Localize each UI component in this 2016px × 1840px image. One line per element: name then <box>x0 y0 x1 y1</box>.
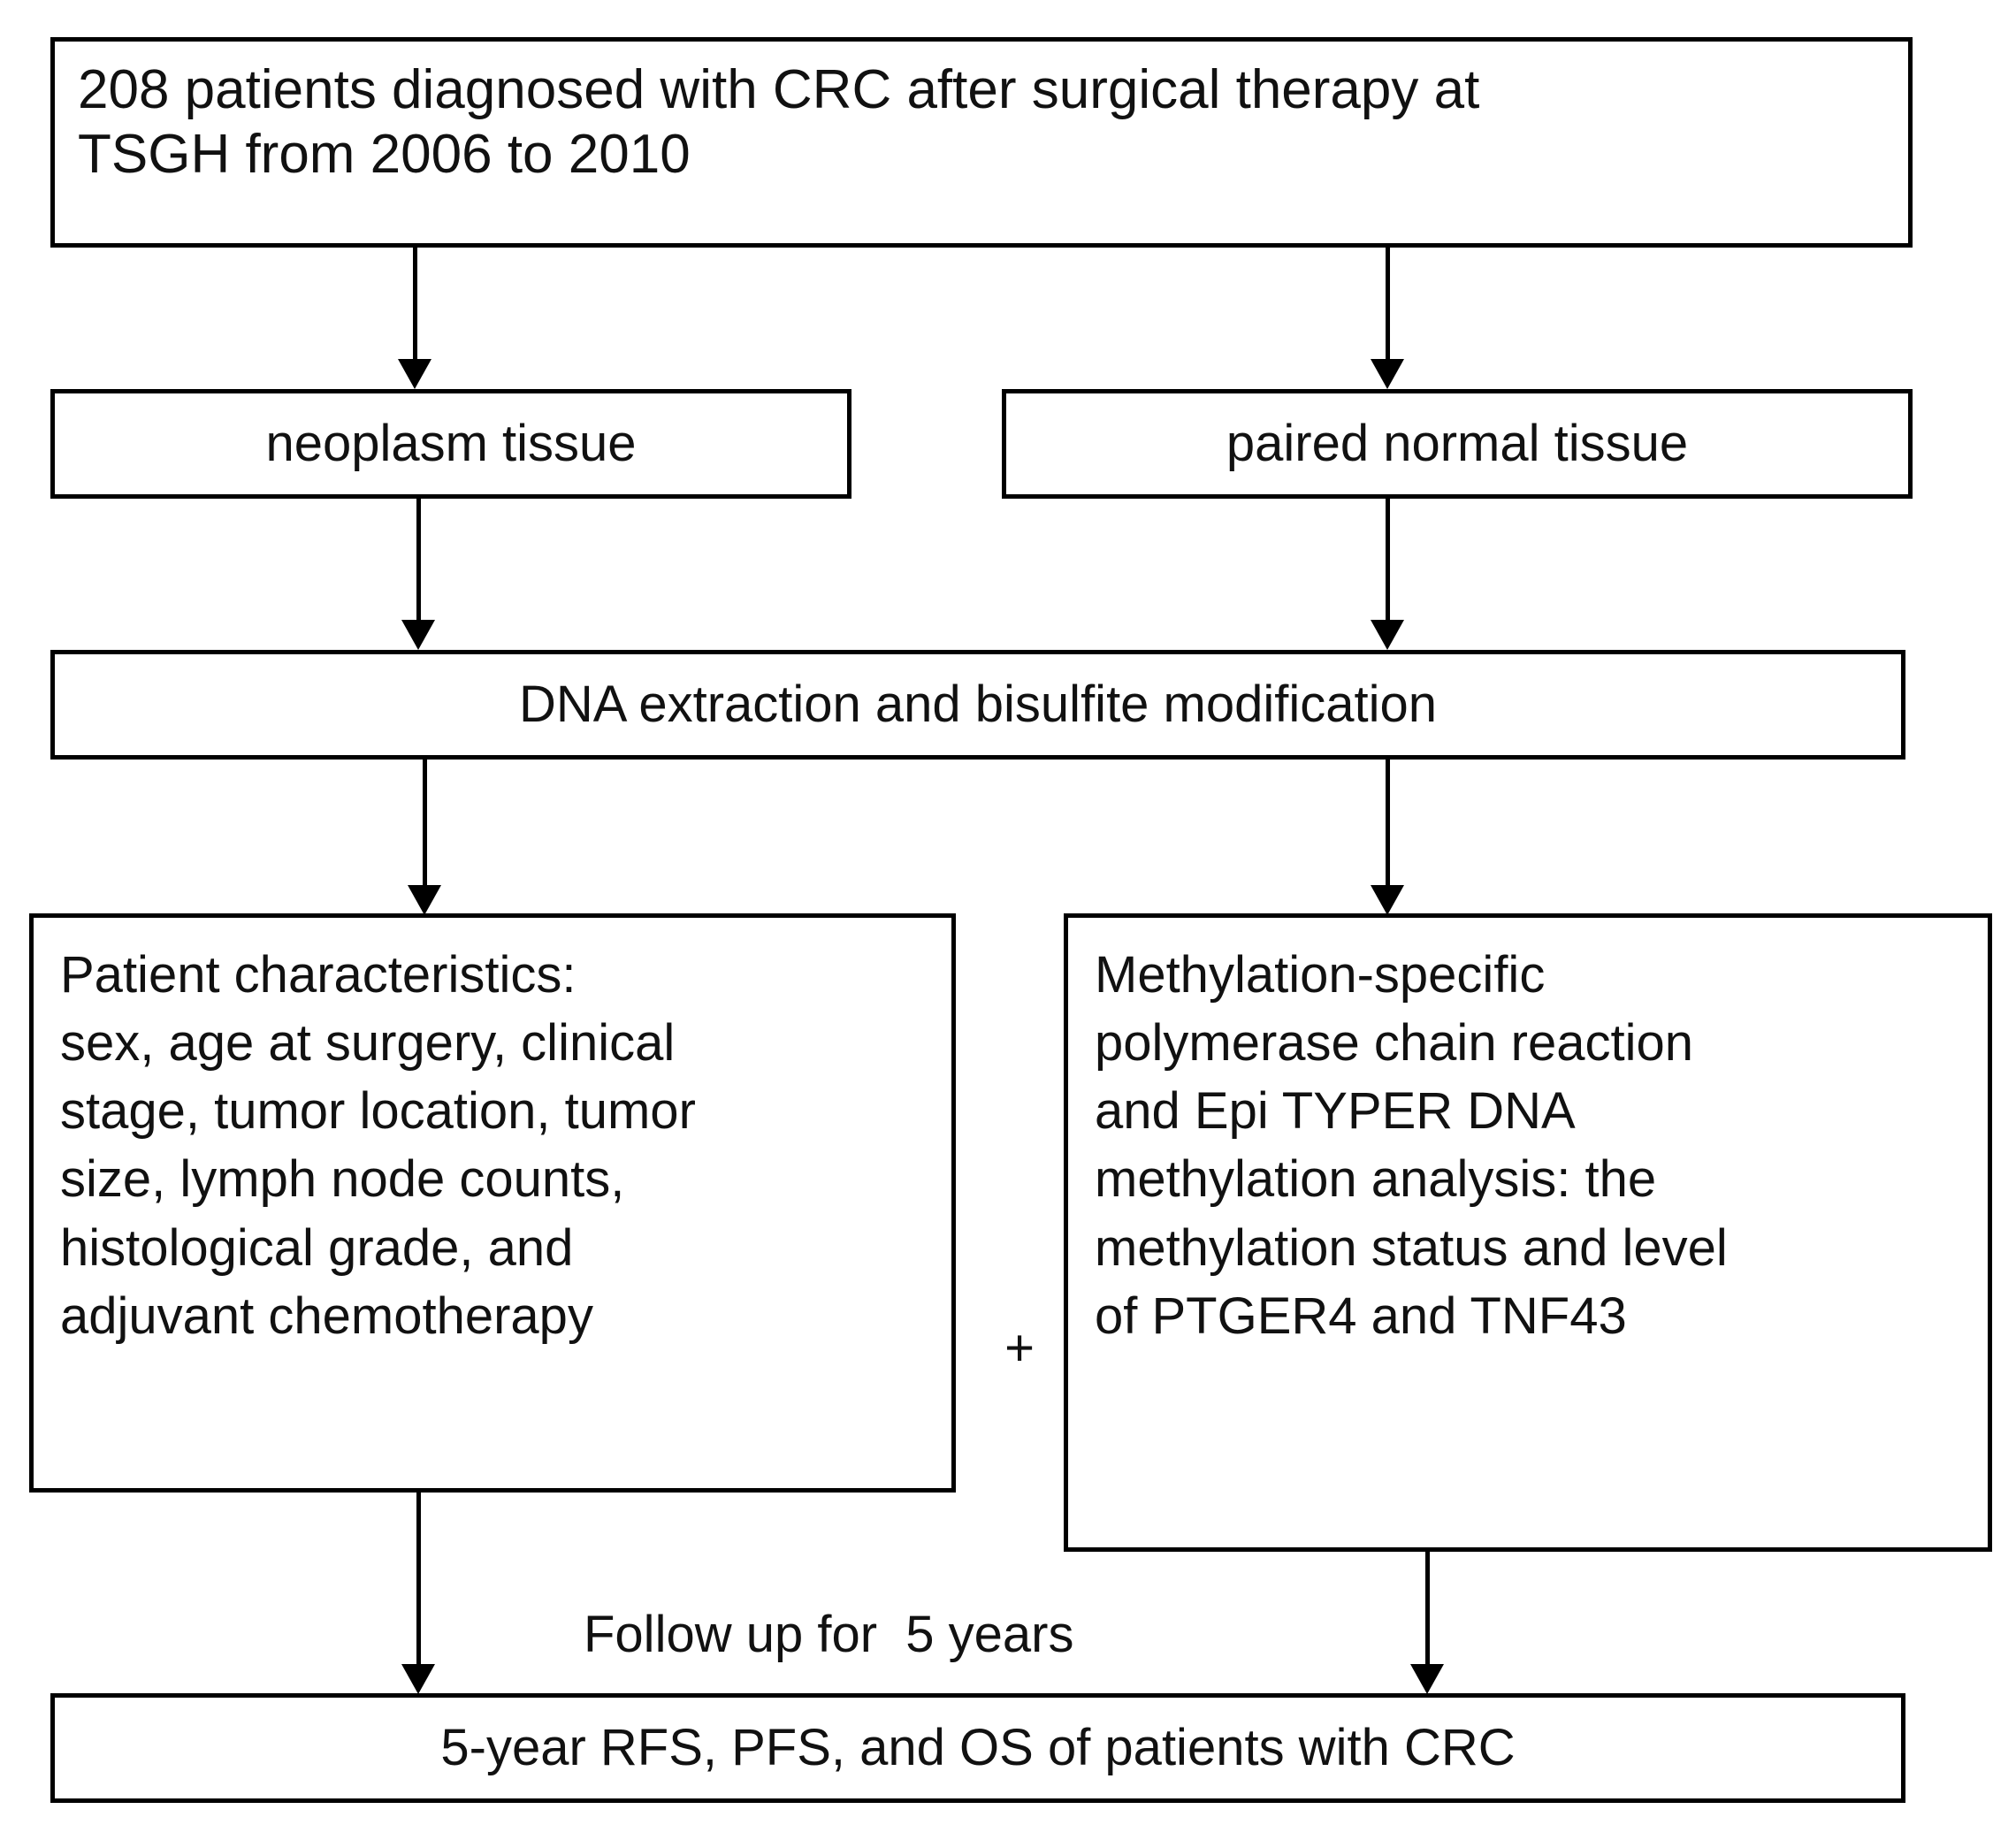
arrow-dna-to-methylation-analysis <box>1370 760 1405 915</box>
node-cohort-label: 208 patients diagnosed with CRC after su… <box>78 59 1480 186</box>
plus-symbol: + <box>1004 1319 1035 1377</box>
arrow-neoplasm-to-dna <box>401 499 436 650</box>
arrow-paired-normal-to-dna <box>1370 499 1405 650</box>
node-cohort: 208 patients diagnosed with CRC after su… <box>50 37 1913 248</box>
node-methylation-analysis: Methylation-specific polymerase chain re… <box>1064 913 1992 1552</box>
node-dna-extraction-label: DNA extraction and bisulfite modificatio… <box>518 676 1438 733</box>
node-dna-extraction: DNA extraction and bisulfite modificatio… <box>50 650 1905 760</box>
node-paired-normal-tissue-label: paired normal tissue <box>1226 415 1689 472</box>
arrow-methylation-analysis-to-outcomes <box>1409 1552 1445 1694</box>
node-methylation-analysis-label: Methylation-specific polymerase chain re… <box>1095 946 1728 1345</box>
followup-label: Follow up for 5 years <box>584 1606 1074 1663</box>
node-patient-characteristics-label: Patient characteristics: sex, age at sur… <box>60 946 696 1345</box>
node-neoplasm-tissue-label: neoplasm tissue <box>265 415 637 472</box>
arrow-patient-characteristics-to-outcomes <box>401 1493 436 1694</box>
node-neoplasm-tissue: neoplasm tissue <box>50 389 851 499</box>
node-paired-normal-tissue: paired normal tissue <box>1002 389 1913 499</box>
arrow-dna-to-patient-characteristics <box>407 760 442 915</box>
node-outcomes: 5-year RFS, PFS, and OS of patients with… <box>50 1693 1905 1803</box>
arrow-cohort-to-neoplasm <box>397 248 432 389</box>
arrow-cohort-to-paired-normal <box>1370 248 1405 389</box>
node-outcomes-label: 5-year RFS, PFS, and OS of patients with… <box>440 1719 1516 1776</box>
node-patient-characteristics: Patient characteristics: sex, age at sur… <box>29 913 956 1493</box>
